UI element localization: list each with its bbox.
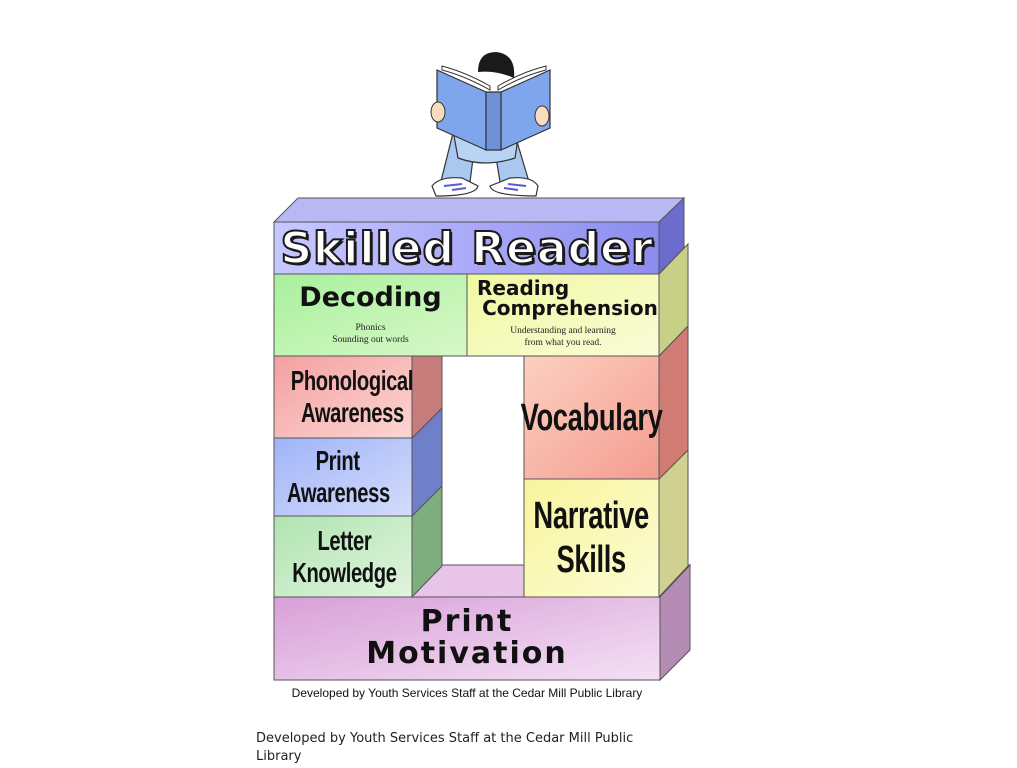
- phonological-line2: Awareness: [300, 397, 404, 428]
- skilled-reader-title: Skilled Reader: [279, 222, 654, 275]
- print-motivation-line2: Motivation: [366, 636, 568, 671]
- letter-knowledge-block: [273, 484, 443, 599]
- print-awareness-block: [273, 406, 443, 518]
- letter-knowledge-line2: Knowledge: [291, 557, 397, 588]
- decoding-label: Decoding Phonics Sounding out words: [274, 278, 467, 352]
- narrative-line2: Skills: [556, 539, 627, 581]
- comprehension-sub-line1: Understanding and learning: [510, 326, 616, 337]
- comprehension-heading-line2: Comprehension: [482, 296, 658, 321]
- letter-knowledge-label: Letter Knowledge: [274, 518, 414, 596]
- phonological-line1: Phonological: [290, 365, 414, 396]
- comprehension-sub-line2: from what you read.: [524, 338, 602, 348]
- print-awareness-line2: Awareness: [286, 477, 390, 508]
- diagram-credit: Developed by Youth Services Staff at the…: [291, 686, 643, 700]
- skilled-reader-block: [272, 196, 686, 276]
- comprehension-heading-line1: Reading: [477, 276, 570, 301]
- decoding-sub-line2: Sounding out words: [332, 334, 409, 345]
- print-motivation-line1: Print: [420, 604, 514, 639]
- vocabulary-label: Vocabulary: [521, 358, 663, 477]
- print-motivation-label: Print Motivation: [274, 600, 660, 676]
- narrative-skills-label: Narrative Skills: [524, 481, 659, 595]
- phonological-awareness-label: Phonological Awareness: [274, 358, 430, 436]
- decoding-block: [273, 273, 468, 357]
- print-awareness-line1: Print: [315, 445, 361, 476]
- comprehension-label: Reading Comprehension Understanding and …: [467, 276, 659, 352]
- vocabulary-line1: Vocabulary: [520, 396, 663, 439]
- vocabulary-block: [523, 324, 689, 481]
- decoding-heading: Decoding: [299, 281, 442, 313]
- slide-credit: Developed by Youth Services Staff at the…: [256, 731, 634, 764]
- print-awareness-label: Print Awareness: [268, 440, 408, 514]
- child-reading-illustration: [430, 52, 551, 197]
- narrative-skills-block: [523, 448, 689, 599]
- letter-knowledge-line1: Letter: [317, 525, 371, 556]
- comprehension-block: [466, 273, 660, 357]
- narrative-line1: Narrative: [533, 495, 650, 537]
- decoding-sub-line1: Phonics: [355, 322, 386, 333]
